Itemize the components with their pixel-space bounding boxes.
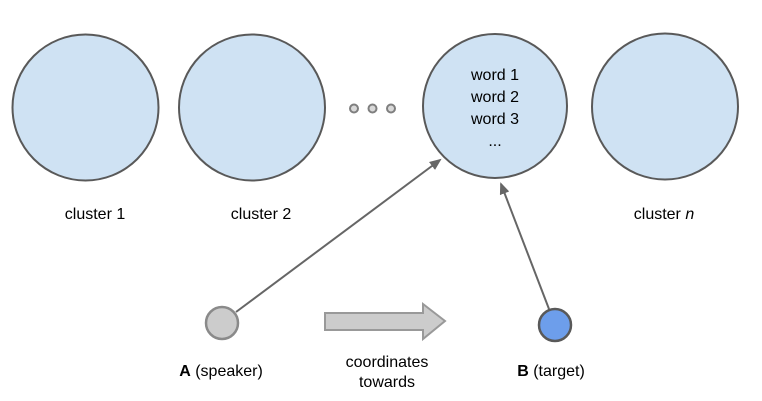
speaker-to-cluster-arrow (235, 158, 442, 313)
cluster-1-label: cluster 1 (65, 205, 125, 225)
target-letter: B (517, 363, 529, 380)
word-list: word 1 word 2 word 3 ... (471, 65, 519, 153)
word-cluster-circle (422, 33, 568, 179)
ellipsis-dot-icon (367, 103, 378, 114)
ellipsis-dot-icon (386, 103, 396, 114)
cluster-n-circle (591, 32, 739, 181)
coordinates-block-arrow-icon (324, 301, 447, 342)
word-item: word 3 (470, 111, 520, 128)
word-item: word 2 (470, 89, 520, 106)
relation-label: coordinates towards (346, 353, 429, 393)
target-role: (target) (528, 363, 585, 380)
target-label: B (target) (517, 362, 585, 382)
speaker-node (204, 305, 240, 341)
cluster-2-label: cluster 2 (231, 205, 291, 225)
cluster-n-label-variable: n (685, 206, 695, 223)
relation-line-1: coordinates (345, 354, 429, 371)
cluster-n-label: cluster n (634, 205, 694, 225)
speaker-label: A (speaker) (179, 362, 263, 382)
word-item: ... (488, 133, 502, 150)
relation-line-2: towards (358, 374, 416, 391)
speaker-letter: A (179, 363, 191, 380)
cluster-1-circle (11, 33, 160, 182)
word-item: word 1 (470, 67, 520, 84)
target-to-cluster-arrow (499, 182, 550, 310)
speaker-role: (speaker) (190, 363, 263, 380)
cluster-2-circle (178, 33, 326, 182)
cluster-n-label-prefix: cluster (633, 206, 686, 223)
cluster-2-label-text: cluster 2 (230, 206, 292, 223)
target-node (537, 307, 573, 343)
cluster-1-label-text: cluster 1 (64, 206, 126, 223)
ellipsis-dot-icon (349, 103, 359, 114)
